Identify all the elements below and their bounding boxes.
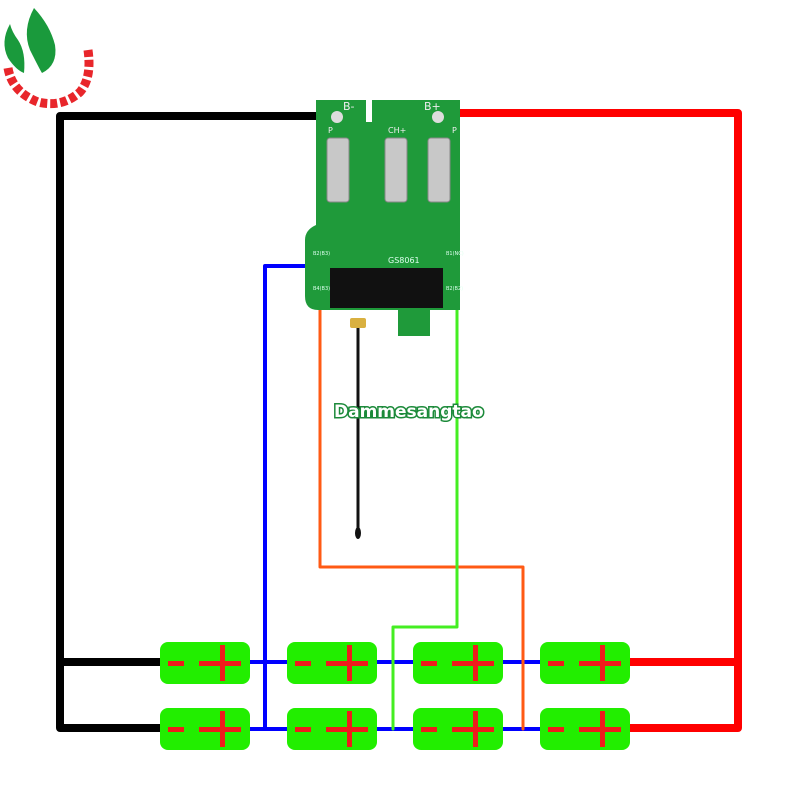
logo-flame-small (4, 24, 25, 73)
balance-wire-blue (263, 264, 322, 731)
balance-wire-orange (318, 303, 525, 731)
minus-sign-icon (548, 727, 564, 732)
plus-sign-icon (220, 711, 225, 747)
thermistor-pad (350, 318, 366, 328)
plus-sign-icon (473, 645, 478, 681)
terminal-tab-charge (384, 137, 408, 203)
balance-wire-green (391, 303, 459, 731)
battery-cell (540, 708, 630, 750)
minus-sign-icon (168, 661, 184, 666)
terminal-pos-label: B+ (424, 100, 441, 113)
battery-cell (160, 642, 250, 684)
battery-cell (413, 708, 503, 750)
negative-wire (56, 112, 342, 732)
logo-gear (3, 49, 94, 109)
battery-cell (287, 708, 377, 750)
flame-gear-logo (3, 8, 94, 109)
terminal-neg-label: B- (343, 100, 355, 113)
pos-terminal-hole (432, 111, 444, 123)
watermark-text: Dammesangtao (334, 402, 484, 422)
pad-label-2: B1(NC) (446, 251, 464, 257)
terminal-tab-pos (427, 137, 451, 203)
plus-sign-icon (473, 711, 478, 747)
balance-connector (330, 268, 443, 308)
battery-cell (413, 642, 503, 684)
plus-sign-icon (600, 711, 605, 747)
tab-label-right: P (452, 126, 457, 135)
terminal-tab-neg (326, 137, 350, 203)
tab-label-left: P (328, 126, 333, 135)
minus-sign-icon (421, 661, 437, 666)
bms-board: B- B+ CH+ P P GS8061 B2(B3) B1(NC) B4(B3… (305, 100, 464, 336)
plus-sign-icon (600, 645, 605, 681)
battery-cell (160, 708, 250, 750)
minus-sign-icon (168, 727, 184, 732)
logo-flame-large (26, 8, 56, 73)
plus-sign-icon (347, 711, 352, 747)
pad-label-1: B2(B3) (313, 251, 330, 257)
minus-sign-icon (421, 727, 437, 732)
terminal-charge-label: CH+ (388, 126, 406, 135)
minus-sign-icon (295, 727, 311, 732)
pad-label-4: B2(B2) (446, 286, 463, 292)
minus-sign-icon (295, 661, 311, 666)
pad-label-3: B4(B3) (313, 286, 330, 292)
battery-cell (287, 642, 377, 684)
thermistor-bead (355, 527, 361, 539)
neg-terminal-hole (331, 111, 343, 123)
positive-wire (436, 109, 742, 732)
battery-cell (540, 642, 630, 684)
plus-sign-icon (220, 645, 225, 681)
chip-label: GS8061 (388, 256, 420, 265)
minus-sign-icon (548, 661, 564, 666)
plus-sign-icon (347, 645, 352, 681)
